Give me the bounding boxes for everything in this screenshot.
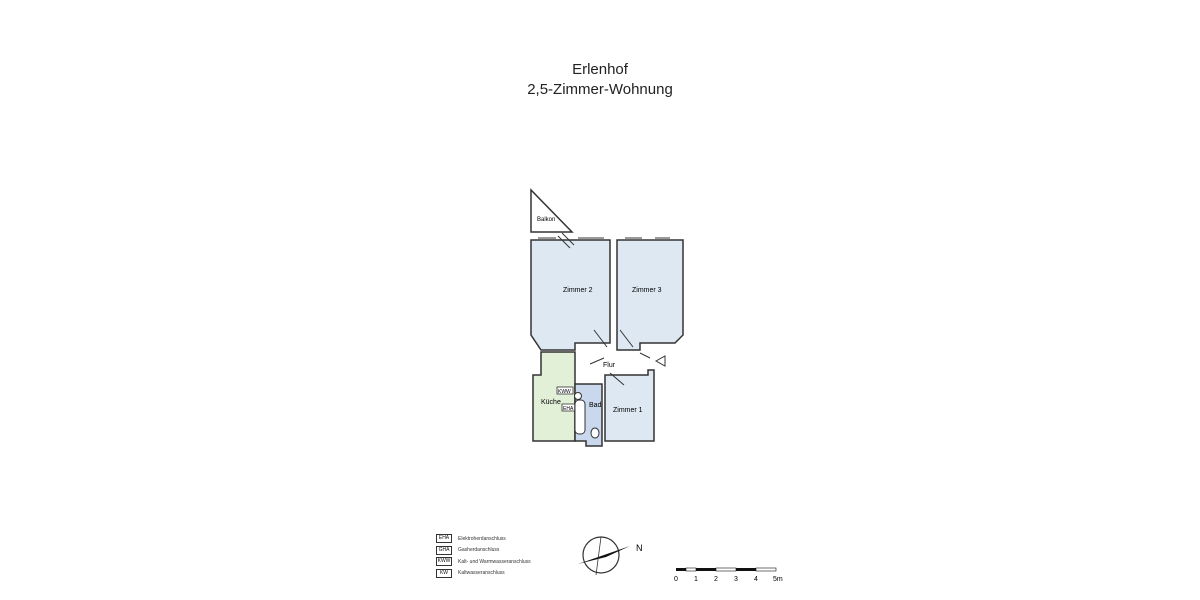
scale-tick-label: 3: [734, 576, 738, 583]
kww-marker: [556, 386, 574, 395]
bathtub: [574, 399, 586, 435]
scale-tick-label: 5m: [773, 576, 783, 583]
room-label-zimmer-2: Zimmer 2: [563, 287, 593, 294]
plan-title: Erlenhof: [572, 61, 628, 78]
compass-needle-icon: [578, 546, 630, 564]
compass-north-label: N: [636, 543, 643, 553]
legend-text: Kaltwasseranschluss: [458, 570, 505, 577]
room-label-flur: Flur: [603, 362, 616, 369]
compass-axis: [595, 536, 602, 576]
scale-segment: [696, 568, 716, 571]
room-label-zimmer-3: Zimmer 3: [632, 287, 662, 294]
room-zimmer-1: [604, 369, 655, 442]
scale-segment: [755, 567, 777, 572]
door-mark: [619, 329, 634, 348]
room-label-bad: Bad: [589, 402, 602, 409]
legend-code: GHA: [436, 545, 452, 555]
legend-text: Kalt- und Warmwasseranschluss: [458, 558, 531, 565]
legend-code: KWW: [436, 557, 452, 567]
compass: N: [578, 536, 643, 576]
legend-row: KWW Kalt- und Warmwasseranschluss: [436, 556, 531, 568]
door-mark: [589, 357, 605, 365]
legend-code: EHA: [436, 534, 452, 544]
door-mark: [593, 329, 608, 348]
plan-subtitle: 2,5-Zimmer-Wohnung: [527, 81, 673, 98]
entrance-arrow: [654, 355, 666, 367]
room-label-zimmer-1: Zimmer 1: [613, 407, 643, 414]
door-mark: [639, 352, 651, 359]
legend-row: GHA Gasherdanschluss: [436, 545, 531, 557]
room-zimmer-3: [616, 239, 684, 351]
scale-tick-label: 4: [754, 576, 758, 583]
fixture-code-eha: EHA: [563, 406, 574, 412]
door-mark: [561, 232, 575, 246]
door-mark: [557, 235, 571, 249]
room-label-balkon: Balkon: [537, 217, 555, 223]
legend-row: KW Kaltwasseranschluss: [436, 568, 531, 580]
scale-bar: 0 1 2 3 4 5m: [674, 567, 783, 583]
room-kueche: [532, 351, 576, 442]
scale-segment: [676, 568, 686, 571]
door-mark: [609, 372, 625, 386]
legend-code: KW: [436, 568, 452, 578]
compass-ring: [582, 536, 620, 574]
scale-tick-label: 1: [694, 576, 698, 583]
scale-segment: [685, 567, 697, 572]
room-label-kueche: Küche: [541, 399, 561, 406]
legend-text: Gasherdanschluss: [458, 547, 500, 554]
room-zimmer-2: [530, 239, 611, 351]
legend-row: EHA Elektroherdanschluss: [436, 533, 531, 545]
toilet: [590, 427, 600, 439]
scale-segment: [736, 568, 756, 571]
scale-tick-label: 2: [714, 576, 718, 583]
balkon-area: [530, 188, 574, 233]
legend: EHA Elektroherdanschluss GHA Gasherdansc…: [436, 533, 531, 579]
sink: [574, 392, 582, 400]
legend-text: Elektroherdanschluss: [458, 535, 506, 542]
fixture-code-kww: KWW: [558, 389, 571, 395]
scale-tick-label: 0: [674, 576, 678, 583]
scale-segment: [715, 567, 737, 572]
